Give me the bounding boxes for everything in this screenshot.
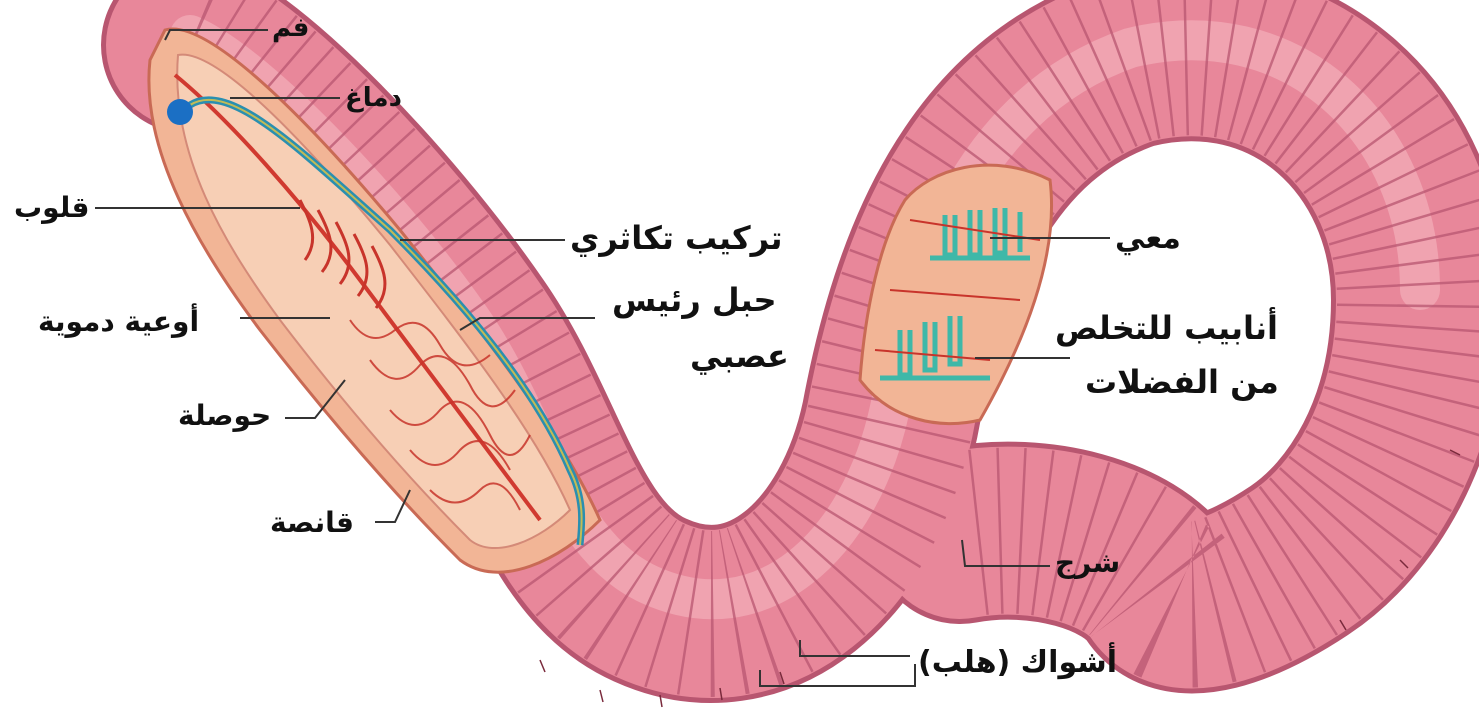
label-nerve-cord-line2: عصبي: [690, 336, 789, 376]
label-nephridia-line2: من الفضلات: [1085, 362, 1279, 402]
label-nephridia-line1: أنابيب للتخلص: [1055, 308, 1278, 348]
label-brain: دماغ: [345, 82, 402, 115]
label-nerve-cord-line1: حبل رئيس: [612, 280, 777, 320]
label-crop: حوصلة: [178, 398, 271, 433]
label-anus: شرج: [1055, 545, 1120, 580]
brain-ganglion: [167, 99, 193, 125]
label-blood-vessels: أوعية دموية: [38, 304, 199, 339]
label-intestine: معي: [1115, 220, 1181, 258]
label-setae: أشواك (هلب): [918, 644, 1117, 682]
label-gizzard: قانصة: [270, 505, 354, 540]
label-mouth: فم: [272, 12, 309, 45]
label-hearts: قلوب: [14, 190, 89, 225]
label-reproductive-structure: تركيب تكاثري: [570, 218, 783, 258]
